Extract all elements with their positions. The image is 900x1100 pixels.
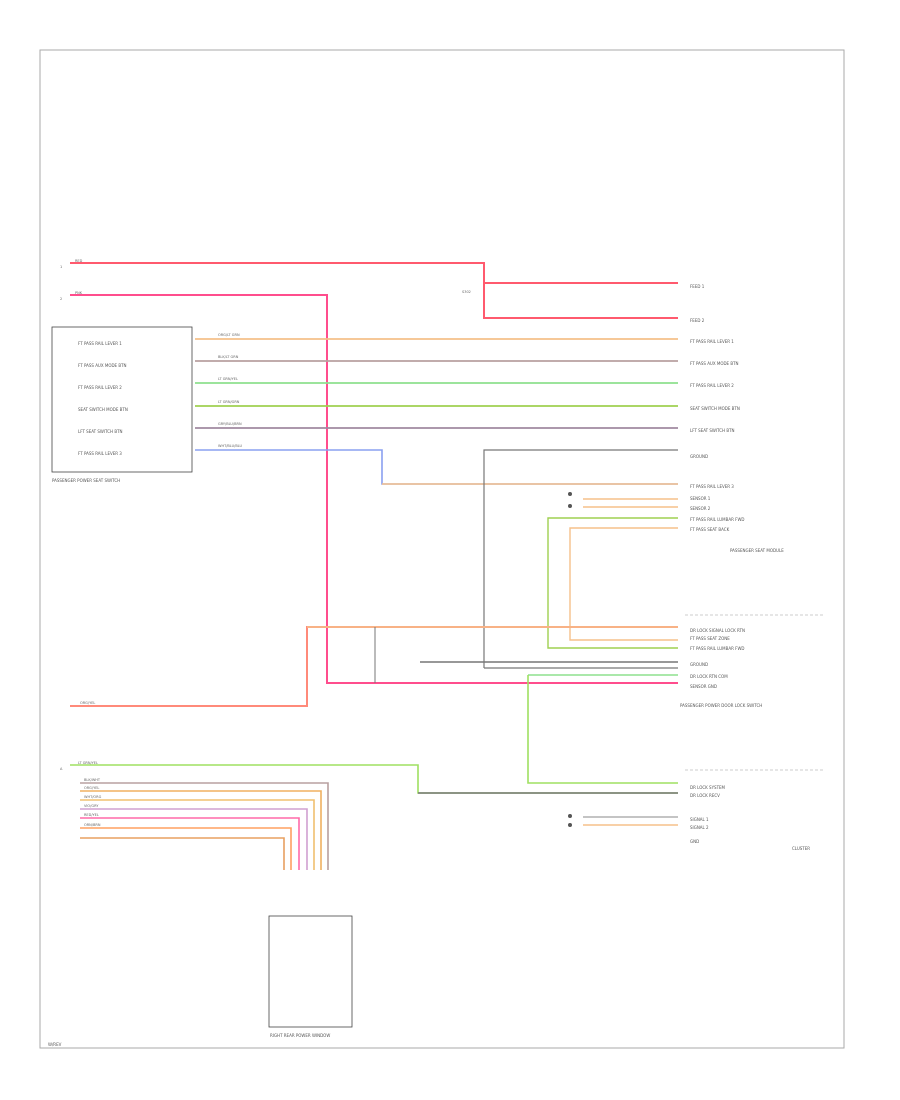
wire-color-6: WHT/BLU/BLU	[218, 444, 243, 448]
wire-color-2: BLK/LT GRN	[218, 355, 239, 359]
seat-switch-wires: ORG/LT GRN BLK/LT GRN LT GRN/YEL LT GRN/…	[195, 333, 678, 485]
cluster-label-1: DR LOCK SYSTEM	[690, 785, 726, 790]
seat-switch-title: PASSENGER POWER SEAT SWITCH	[52, 478, 120, 483]
right-label-6: GROUND	[690, 454, 708, 459]
seat-switch-pin-1: FT PASS RAIL LEVER 1	[78, 341, 122, 346]
seat-switch-pin-3: FT PASS RAIL LEVER 2	[78, 385, 122, 390]
window-module-title: RIGHT REAR POWER WINDOW	[270, 1033, 330, 1038]
control-label-3: SENSOR 2	[690, 506, 711, 511]
seat-switch-pin-6: FT PASS RAIL LEVER 3	[78, 451, 122, 456]
bottom-wire-6: ORN/BRN	[84, 823, 101, 827]
bottom-wire-1: BLK/WHT	[84, 778, 101, 782]
right-label-5: LFT SEAT SWITCH BTN	[690, 428, 735, 433]
feed-2-label: FEED 2	[690, 318, 705, 323]
power-color-2: PNK	[75, 291, 83, 295]
right-label-2: FT PASS AUX MODE BTN	[690, 361, 739, 366]
cluster-label-3: SIGNAL 1	[690, 817, 709, 822]
cluster-label-2: DR LOCK RECV	[690, 793, 720, 798]
seat-switch-pin-4: SEAT SWITCH MODE BTN	[78, 407, 128, 412]
door-lock-label-2: FT PASS SEAT ZONE	[690, 636, 730, 641]
power-input-2: 2	[60, 297, 62, 301]
control-label-4: FT PASS RAIL LUMBAR FWD	[690, 517, 745, 522]
cluster-label-5: GND	[690, 839, 699, 844]
window-module: RIGHT REAR POWER WINDOW	[268, 915, 353, 1038]
seat-switch-pin-5: LFT SEAT SWITCH BTN	[78, 429, 123, 434]
door-lock-switch-section: ORG/YEL DR LOCK SIGNAL LOCK RTN FT PASS …	[70, 614, 825, 708]
ground-wire	[483, 449, 678, 668]
control-label-5: FT PASS SEAT BACK	[690, 527, 730, 532]
splice-label: S302	[462, 290, 471, 294]
door-lock-label-3: FT PASS RAIL LUMBAR FWD	[690, 646, 745, 651]
wire-color-3: LT GRN/YEL	[218, 377, 238, 381]
bottom-wire-4: VIO/GRY	[84, 804, 99, 808]
footer-code: W/REV	[48, 1042, 62, 1047]
cluster-title: CLUSTER	[792, 846, 810, 851]
cluster-label-4: SIGNAL 2	[690, 825, 709, 830]
right-label-4: SEAT SWITCH MODE BTN	[690, 406, 740, 411]
power-feed-red: 1 RED S302 FEED 1 FEED 2	[60, 259, 705, 323]
seat-switch-box: PASSENGER POWER SEAT SWITCH FT PASS RAIL…	[51, 326, 193, 483]
door-lock-label-5: DR LOCK RTN COM	[690, 674, 728, 679]
door-lock-label-4: GROUND	[690, 662, 708, 667]
door-lock-wire-color: ORG/YEL	[80, 701, 95, 705]
control-module-section: FT PASS RAIL LEVER 3 SENSOR 1 SENSOR 2 F…	[547, 484, 784, 649]
wire-color-4: LT GRN/GRN	[218, 400, 240, 404]
wire-color-5: GRY/BLU/BRN	[218, 422, 242, 426]
door-lock-label-6: SENSOR GND	[690, 684, 717, 689]
bottom-green-color: LT GRN/YEL	[78, 761, 98, 765]
right-label-1: FT PASS RAIL LEVER 1	[690, 339, 734, 344]
control-label-1: FT PASS RAIL LEVER 3	[690, 484, 734, 489]
control-label-2: SENSOR 1	[690, 496, 711, 501]
diagram-frame	[39, 49, 845, 1049]
door-lock-title: PASSENGER POWER DOOR LOCK SWITCH	[680, 703, 762, 708]
bottom-wire-3: WHT/ORG	[84, 795, 102, 799]
control-module-title: PASSENGER SEAT MODULE	[730, 548, 784, 553]
right-pass-labels: FT PASS RAIL LEVER 1 FT PASS AUX MODE BT…	[690, 339, 740, 459]
door-lock-label-1: DR LOCK SIGNAL LOCK RTN	[690, 628, 745, 633]
right-label-3: FT PASS RAIL LEVER 2	[690, 383, 734, 388]
power-input-1: 1	[60, 265, 62, 269]
bottom-green-pin: A	[60, 767, 63, 771]
bottom-wire-2: ORG/YEL	[84, 786, 99, 790]
cluster-signal-wires: A LT GRN/YEL DR LOCK SYSTEM DR LOCK RECV…	[60, 675, 825, 851]
seat-switch-pin-2: FT PASS AUX MODE BTN	[78, 363, 127, 368]
bottom-wire-bundle: BLK/WHT ORG/YEL WHT/ORG VIO/GRY RED/YEL …	[80, 778, 338, 916]
bottom-wire-5: RED/YEL	[84, 813, 99, 817]
wire-color-1: ORG/LT GRN	[218, 333, 240, 337]
power-feed-pink: 2 PNK	[60, 291, 678, 684]
power-color-1: RED	[75, 259, 83, 263]
feed-1-label: FEED 1	[690, 284, 705, 289]
